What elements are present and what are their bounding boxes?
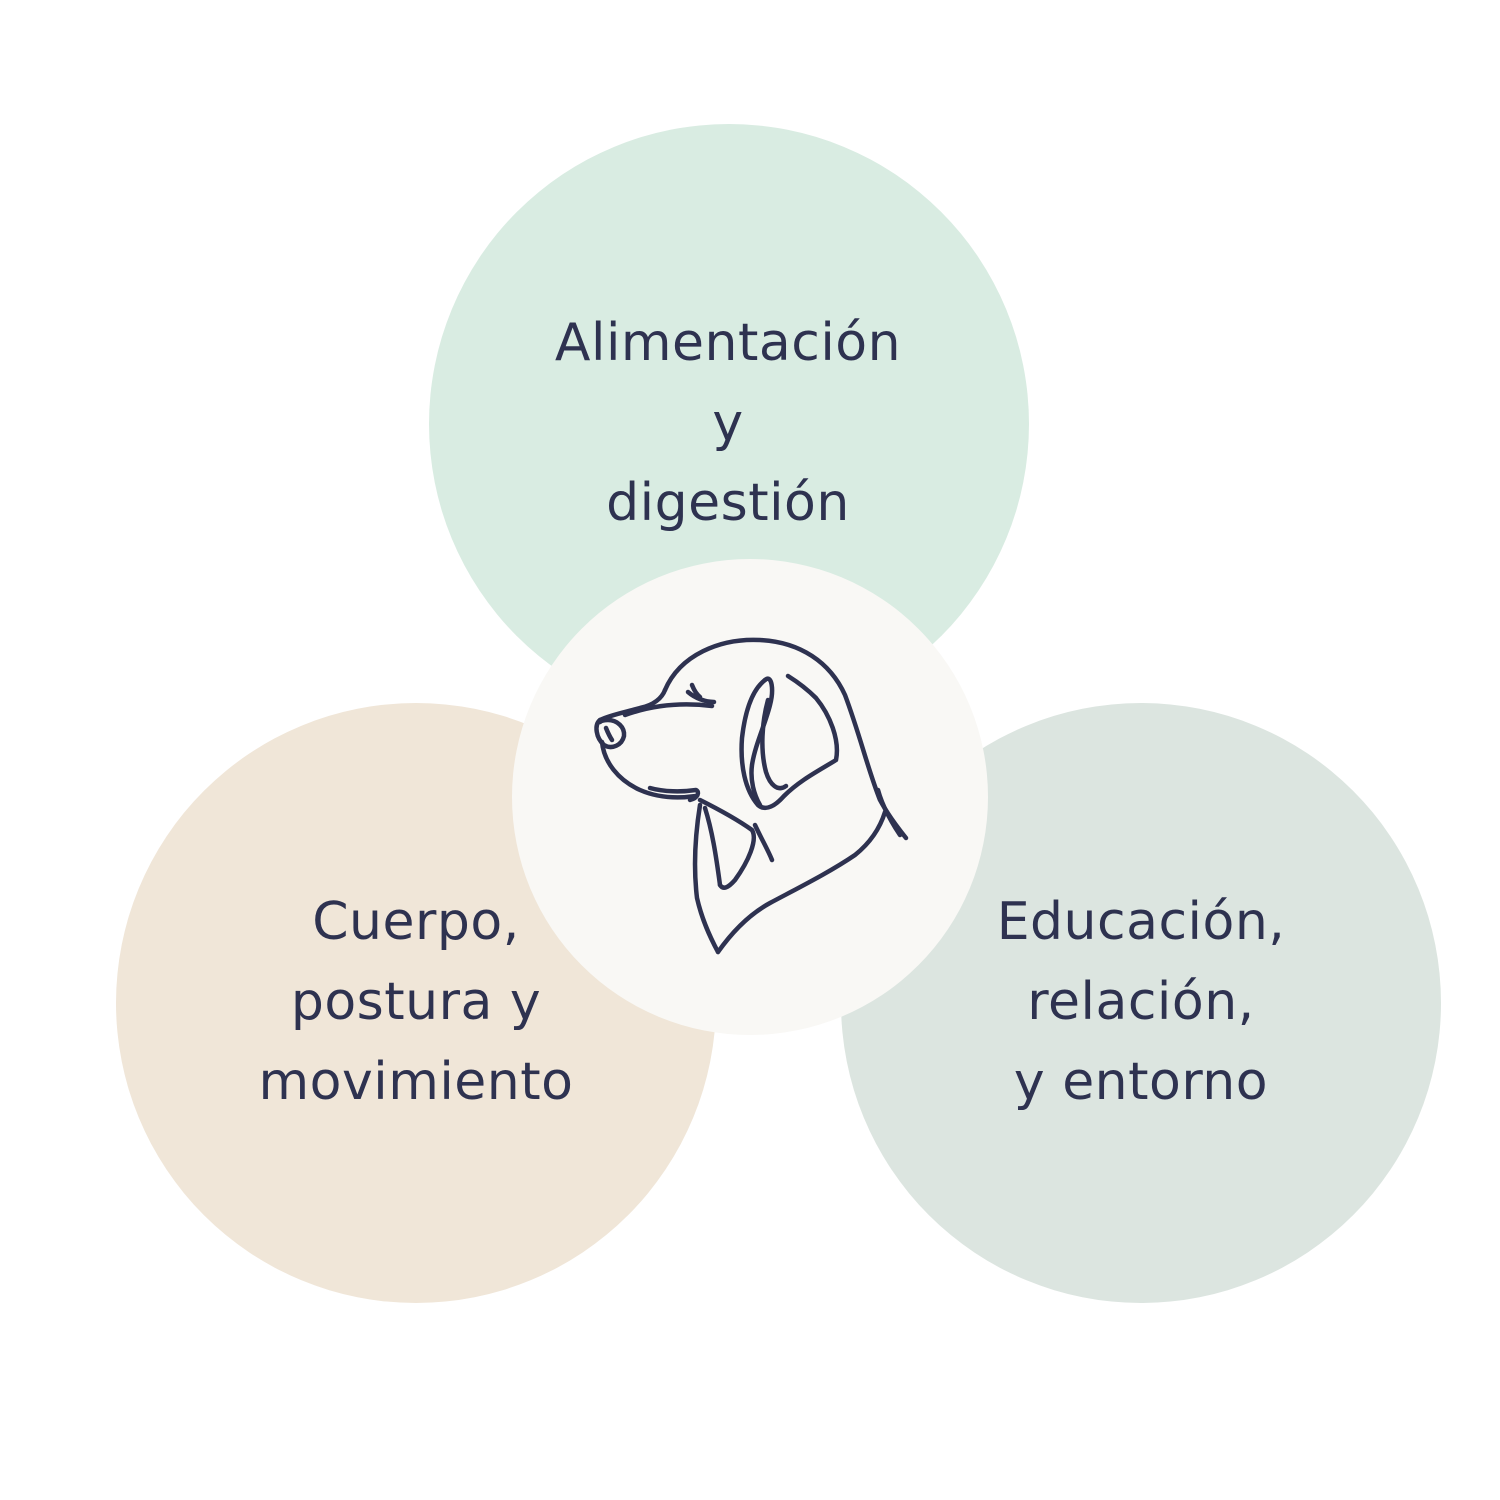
label-line: y entorno bbox=[1013, 1052, 1269, 1112]
body-posture-movement-label: Cuerpo, postura y movimiento bbox=[166, 882, 666, 1122]
feeding-digestion-label: Alimentación y digestión bbox=[478, 303, 978, 543]
label-line: Alimentación bbox=[554, 313, 902, 373]
label-line: postura y bbox=[290, 972, 542, 1032]
label-line: relación, bbox=[1027, 972, 1255, 1032]
label-line: Educación, bbox=[996, 892, 1286, 952]
label-line: Cuerpo, bbox=[312, 892, 520, 952]
label-line: movimiento bbox=[258, 1052, 574, 1112]
label-line: y bbox=[712, 393, 744, 453]
dog-head-line-drawing-icon bbox=[594, 637, 909, 955]
label-line: digestión bbox=[606, 473, 850, 533]
education-relationship-environment-label: Educación, relación, y entorno bbox=[891, 882, 1391, 1122]
